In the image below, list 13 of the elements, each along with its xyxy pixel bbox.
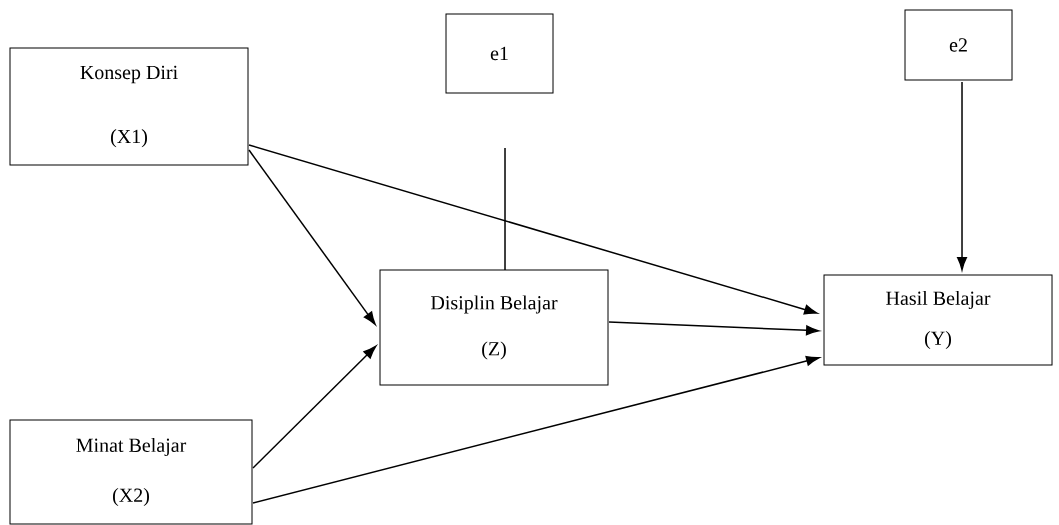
arrow	[608, 321, 820, 336]
variable-box: e2	[904, 9, 1013, 81]
arrow	[248, 144, 818, 315]
arrow	[252, 355, 820, 504]
variable-box: Hasil Belajar (Y)	[823, 274, 1053, 366]
variable-box: e1	[445, 13, 554, 94]
arrow	[252, 345, 377, 469]
variable-box: Minat Belajar (X2)	[9, 419, 253, 525]
variable-box: Disiplin Belajar (Z)	[379, 269, 609, 386]
arrow	[248, 149, 376, 326]
arrow	[957, 81, 967, 271]
connector-line	[504, 147, 506, 271]
variable-box: Konsep Diri (X1)	[9, 47, 249, 166]
